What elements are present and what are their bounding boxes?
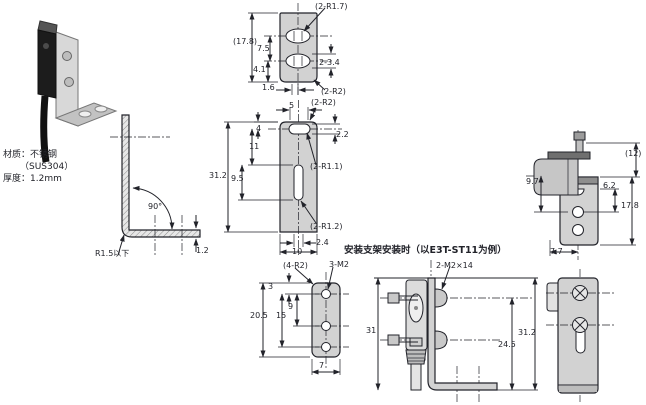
- screw-icon: [62, 51, 72, 61]
- front-pitch-label: 11: [249, 142, 260, 151]
- bracket-hole: [572, 224, 584, 236]
- front-slot-end-radius-label: (2-R1.1): [310, 162, 343, 171]
- side-hole-depth-label: 7.7: [550, 247, 563, 256]
- product-photo: [37, 20, 118, 163]
- side-protrusion-label: (12): [625, 149, 642, 158]
- mounted-side-view-drawing: [526, 130, 640, 260]
- mount-height-label: 31: [366, 326, 377, 335]
- flange-corner-radius-label: (4-R2): [283, 261, 308, 270]
- top-slot-hole: [288, 123, 311, 135]
- thickness-line: 厚度：1.2mm: [3, 174, 62, 184]
- side-thickness-label: 1.2: [196, 246, 209, 255]
- front-slot-height-label: 2.2: [336, 130, 349, 139]
- material-line: 材质：不锈钢: [3, 150, 58, 160]
- front-height-label: 31.2: [209, 171, 227, 180]
- sensor-tab: [546, 282, 559, 312]
- front-slot2-end-radius-label: (2-R1.2): [310, 222, 343, 231]
- front-top-offset-label: 4: [256, 124, 262, 133]
- flange-view-drawing: [259, 266, 349, 375]
- tapped-hole: [321, 342, 331, 352]
- front-slot2-width-label: 2.4: [316, 238, 329, 247]
- flange-hole-icon: [78, 110, 92, 118]
- vertical-slot-hole: [293, 164, 304, 201]
- mount-screw-spec-label: 2-M2×14: [436, 261, 473, 270]
- tapped-hole: [321, 321, 331, 331]
- pan-screw-head-icon: [434, 330, 448, 350]
- material-grade: （SUS304）: [20, 162, 74, 172]
- slot-hole: [285, 28, 311, 44]
- mount-total-height-label: 31.2: [518, 328, 536, 337]
- flange-edge-offset-label: 3: [268, 282, 274, 291]
- side-angle-label: 90°: [148, 202, 163, 211]
- flange-height-label: 20.5: [250, 311, 268, 320]
- washer-icon: [547, 151, 591, 160]
- front-slot-length-label: 5: [289, 101, 295, 110]
- hex-screw-icon: [387, 334, 400, 346]
- phillips-screw-icon: [572, 285, 588, 301]
- bracket-hole: [572, 206, 584, 218]
- top-slot-width-label: 2-3.4: [319, 58, 340, 67]
- front-width-label: 10: [292, 247, 303, 256]
- top-view-drawing: [248, 3, 336, 95]
- mounted-rear-view-drawing: [546, 269, 614, 402]
- flange-pitch1-label: 9: [288, 302, 294, 311]
- top-slot-radius-label: (2-R1.7): [315, 2, 348, 11]
- side-lens-offset-label: 9.7: [526, 177, 539, 186]
- side-plate-height-label: 17.8: [621, 201, 639, 210]
- mount-section-title: 安装支架安装时（以E3T-ST11为例）: [344, 245, 507, 256]
- sensor-cable: [410, 363, 422, 391]
- top-corner-radius-label: (2-R2): [321, 87, 346, 96]
- flange-edge: [559, 386, 597, 392]
- flange-hole-icon: [94, 105, 108, 113]
- mount-depth-label: 24.5: [498, 340, 516, 349]
- l-bracket-profile: [121, 114, 201, 238]
- radius-leader: [117, 234, 125, 256]
- flange-tap-label: 3-M2: [329, 260, 349, 269]
- tapped-hole: [321, 289, 331, 299]
- side-hole-offset-label: 6.2: [603, 181, 616, 190]
- top-height-label: (17.8): [233, 37, 258, 46]
- sensor-body: [37, 29, 57, 99]
- top-pitch-label: 7.5: [257, 44, 270, 53]
- screw-head-icon: [573, 131, 586, 141]
- pan-screw-head-icon: [434, 288, 448, 308]
- mount-assembly-drawing: [374, 260, 538, 403]
- top-offset-label: 1.6: [262, 83, 275, 92]
- side-view-drawing: [110, 114, 201, 257]
- flange-width-label: 7: [319, 361, 325, 370]
- side-corner-radius-label: R1.5以下: [95, 249, 130, 258]
- top-bottom-offset-label: 4.1: [253, 65, 266, 74]
- front-view-drawing: [224, 100, 342, 255]
- hex-screw-icon: [387, 292, 400, 304]
- screw-icon: [64, 77, 74, 87]
- phillips-screw-icon: [572, 317, 588, 333]
- front-corner-radius-label: (2-R2): [311, 98, 336, 107]
- sensor-cable: [40, 95, 50, 163]
- front-slot2-length-label: 9.5: [231, 174, 244, 183]
- material-note: 材质：不锈钢 （SUS304） 厚度：1.2mm: [3, 149, 73, 185]
- flange-pitch2-label: 15: [276, 311, 287, 320]
- slot-hole: [285, 53, 311, 69]
- angle-arc: [132, 185, 175, 230]
- sensor-lens-icon: [43, 43, 49, 49]
